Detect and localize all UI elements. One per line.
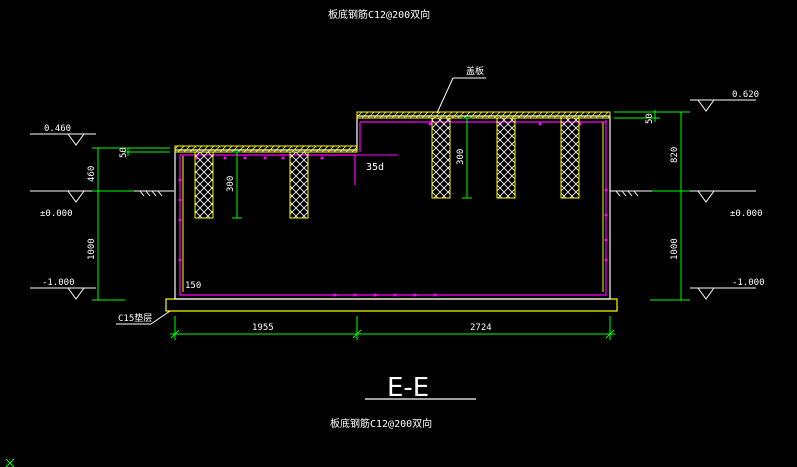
right-elevation-markers	[690, 99, 756, 300]
section-title: E-E	[387, 373, 429, 403]
slab-leader	[436, 77, 486, 114]
horizontal-dim	[170, 316, 615, 340]
cover-slab	[174, 111, 611, 153]
left-elev-1: 0.460	[44, 124, 71, 134]
right-dim-820: 820	[670, 147, 680, 163]
left-dim-460: 460	[87, 166, 97, 182]
inner-walls	[182, 122, 604, 292]
top-caption: 板底钢筋C12@200双向	[328, 8, 430, 21]
beam-5	[560, 117, 580, 199]
beam-depth-left: 300	[226, 176, 236, 192]
ucs-icon	[5, 458, 15, 467]
right-vertical-dim	[614, 110, 690, 301]
left-elevation-markers	[30, 133, 96, 300]
horiz-dim-1955: 1955	[252, 323, 274, 333]
anchorage-label: 35d	[366, 162, 384, 173]
left-elev-3: -1.000	[42, 278, 75, 288]
beam-2	[289, 151, 309, 219]
beam-3	[431, 117, 451, 199]
left-elev-2: ±0.000	[40, 209, 73, 219]
ground-left	[134, 190, 174, 197]
slab-leader-label: 盖板	[466, 65, 484, 77]
beams	[194, 117, 580, 219]
cushion-leader	[116, 310, 171, 325]
left-slab-dim: 50	[119, 147, 129, 158]
left-dim-1000: 1000	[87, 238, 97, 260]
beam-depth-dims	[232, 117, 472, 219]
cushion-label: C15垫层	[118, 312, 152, 324]
wall-thickness-label: 150	[185, 281, 201, 291]
left-vertical-dim	[92, 147, 170, 301]
right-elev-3: -1.000	[732, 278, 765, 288]
right-elev-2: ±0.000	[730, 209, 763, 219]
cushion-layer	[165, 298, 618, 312]
ground-right	[610, 190, 652, 197]
beam-1	[194, 151, 214, 219]
right-elev-1: 0.620	[732, 90, 759, 100]
beam-depth-right: 300	[456, 149, 466, 165]
right-slab-dim: 50	[645, 113, 655, 124]
bottom-caption: 板底钢筋C12@200双向	[330, 417, 432, 430]
tank-outline	[174, 115, 611, 300]
beam-4	[496, 117, 516, 199]
horiz-dim-2724: 2724	[470, 323, 492, 333]
right-dim-1000: 1000	[670, 238, 680, 260]
